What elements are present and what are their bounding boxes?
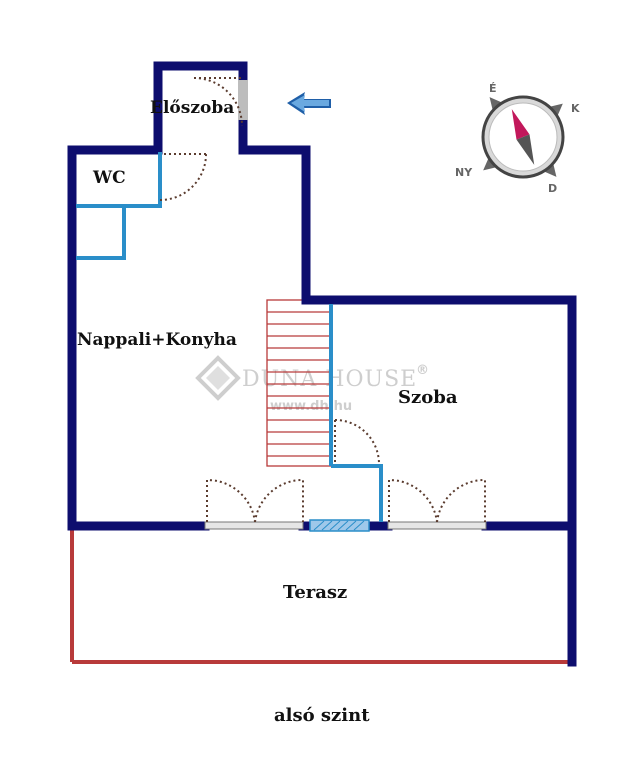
room-label-eloszoba: Előszoba — [150, 98, 234, 118]
compass-east-label: K — [571, 102, 580, 115]
compass-south-label: D — [548, 182, 557, 195]
door-swings — [159, 77, 486, 523]
level-label: alsó szint — [274, 705, 370, 726]
room-label-wc: WC — [92, 168, 126, 188]
entry-arrow-icon — [287, 92, 331, 115]
room-label-terasz: Terasz — [283, 582, 347, 603]
terrace-outline — [70, 530, 572, 664]
outer-walls — [67, 61, 577, 667]
duna-house-logo-icon — [195, 355, 241, 401]
entrance-door-jamb — [238, 80, 248, 120]
window-bottom — [309, 519, 370, 532]
watermark-registered: ® — [416, 363, 429, 378]
room-label-nappali-konyha: Nappali+Konyha — [77, 330, 237, 350]
watermark: DUNA HOUSE www.dh.hu ® — [195, 355, 429, 414]
staircase — [266, 299, 332, 467]
compass-west-label: NY — [455, 166, 473, 179]
compass-icon — [481, 95, 565, 179]
compass-north-label: É — [489, 82, 497, 95]
inner-walls — [76, 152, 383, 522]
room-label-szoba: Szoba — [398, 387, 458, 408]
watermark-url: www.dh.hu — [270, 399, 352, 414]
